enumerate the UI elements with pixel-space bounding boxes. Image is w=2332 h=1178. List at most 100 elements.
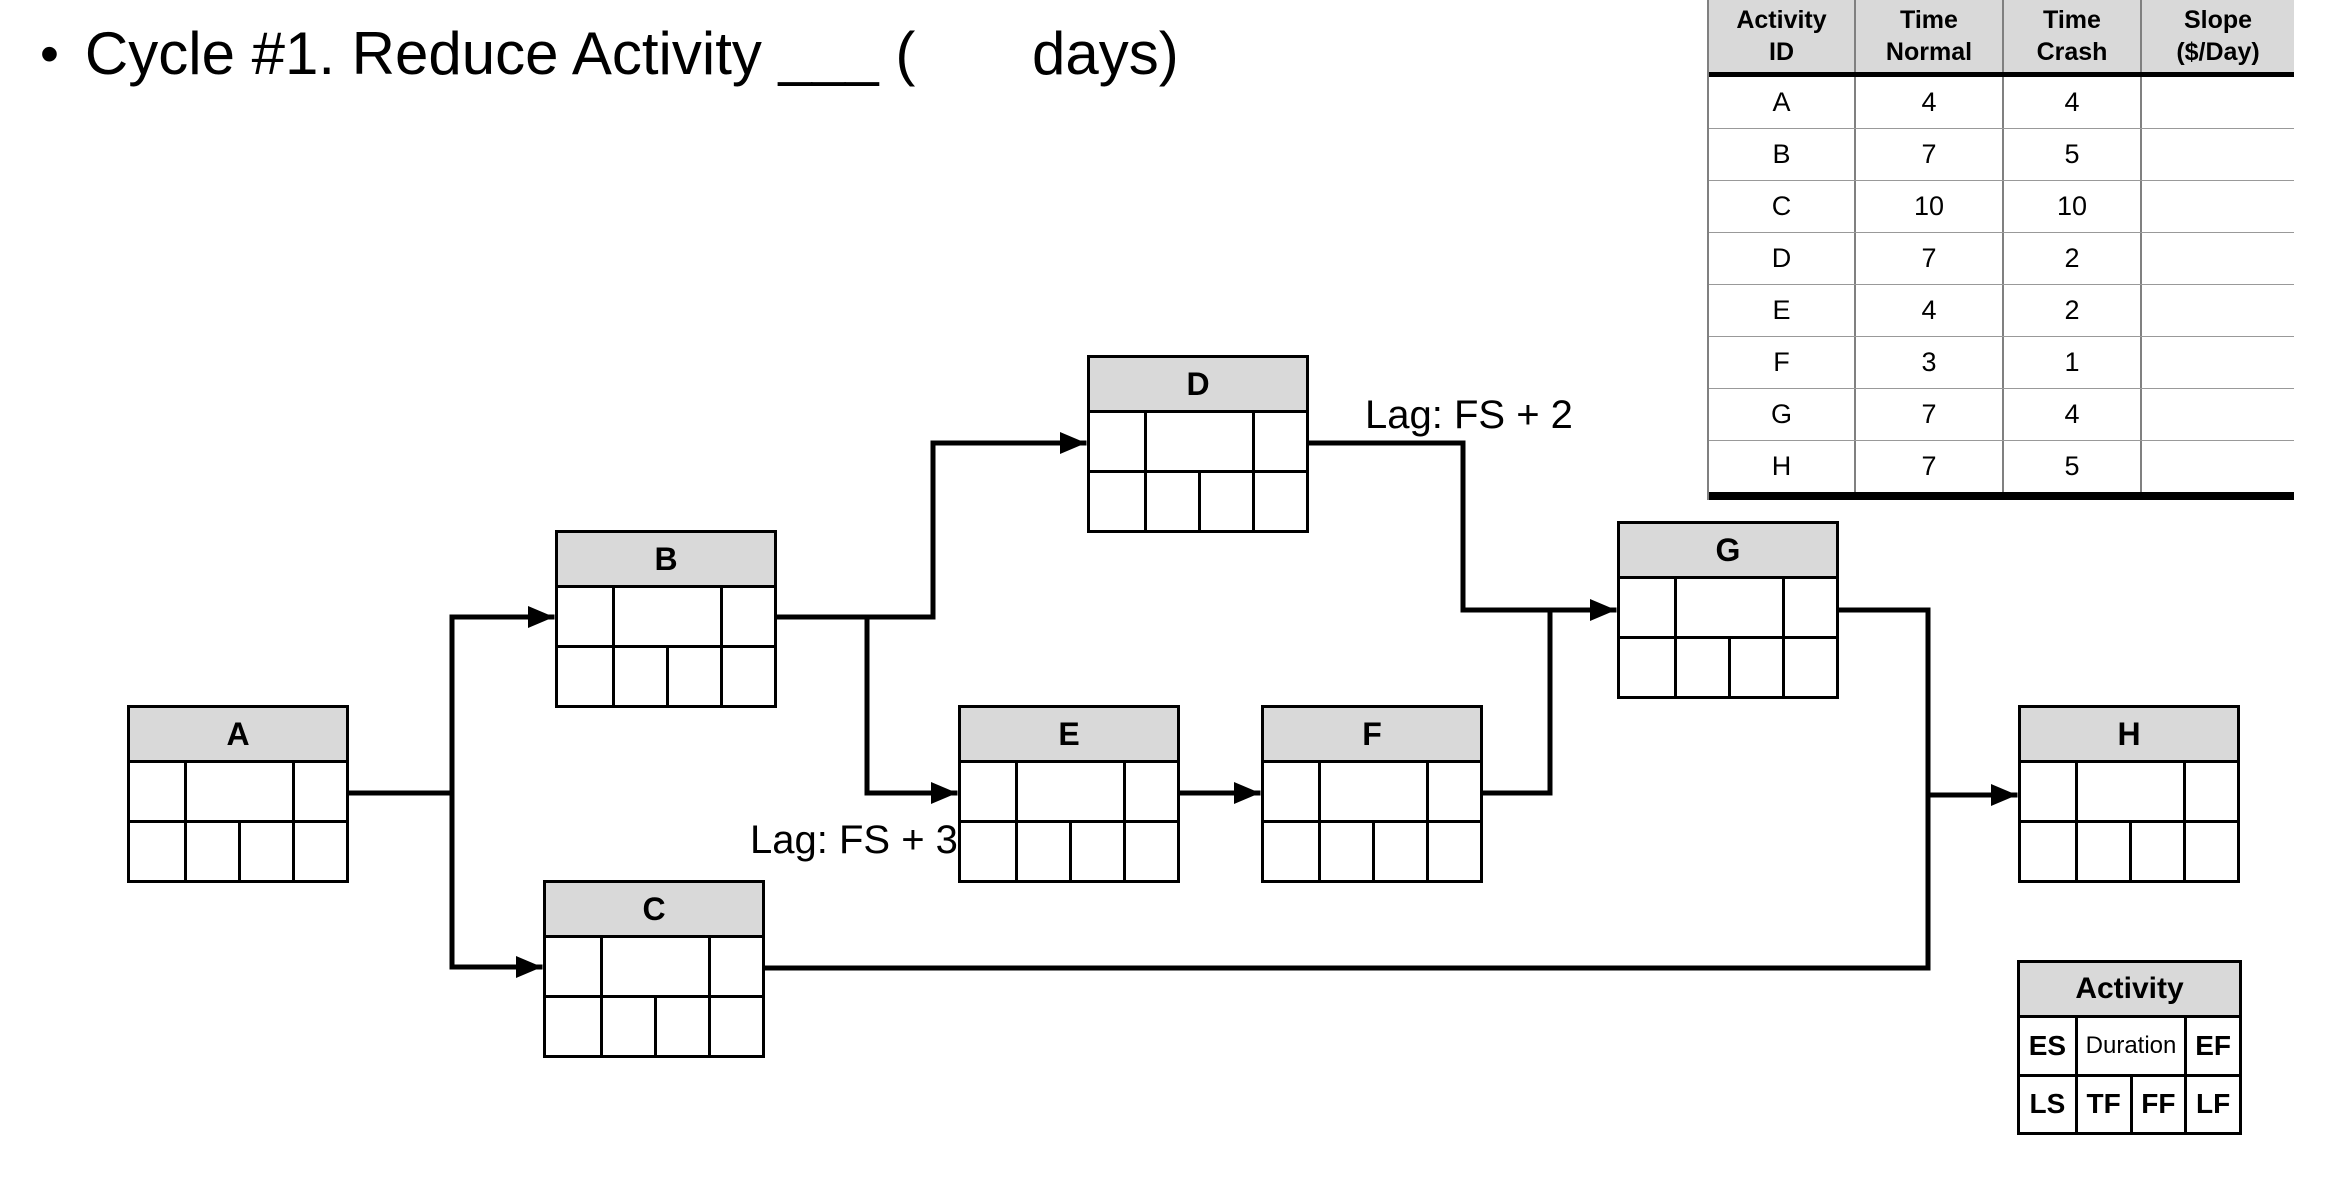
ff-cell <box>1728 639 1782 696</box>
crash-cell: 2 <box>2002 233 2140 284</box>
ff-cell <box>238 823 292 880</box>
activity-node-f: F <box>1261 705 1483 883</box>
ef-cell <box>708 938 762 995</box>
lf-cell <box>1123 823 1177 880</box>
activity-node-a: A <box>127 705 349 883</box>
ef-cell <box>720 588 774 645</box>
activity-node-g-label: G <box>1620 524 1836 579</box>
legend-ef-label: EF <box>2184 1018 2239 1074</box>
activity-node-e-label: E <box>961 708 1177 763</box>
crash-cell: A <box>1772 87 1791 117</box>
activity-node-d: D <box>1087 355 1309 533</box>
legend-title: Activity <box>2020 963 2239 1018</box>
ls-cell <box>2021 823 2075 880</box>
duration-cell <box>600 938 708 995</box>
legend-duration-label: Duration <box>2074 1018 2185 1074</box>
activity-node-h-label: H <box>2021 708 2237 763</box>
tf-cell <box>612 648 666 705</box>
ls-cell <box>1090 473 1144 530</box>
table-header-divider <box>1709 72 2294 77</box>
es-cell <box>558 588 612 645</box>
arrow-b-to-d <box>930 432 1087 620</box>
activity-node-b: B <box>555 530 777 708</box>
crash-header-slope: Slope ($/Day) <box>2140 0 2294 72</box>
duration-cell <box>2075 763 2183 820</box>
activity-node-f-label: F <box>1264 708 1480 763</box>
activity-node-d-label: D <box>1090 358 1306 413</box>
crash-cell: 1 <box>2002 337 2140 388</box>
activity-node-b-label: B <box>558 533 774 588</box>
es-cell <box>1264 763 1318 820</box>
ef-cell <box>292 763 346 820</box>
ef-cell <box>1123 763 1177 820</box>
tf-cell <box>1144 473 1198 530</box>
title-text: Cycle #1. Reduce Activity ___ ( days) <box>84 20 1179 87</box>
crash-cell: 4 <box>2002 389 2140 440</box>
ls-cell <box>961 823 1015 880</box>
crash-cell: 2 <box>2002 285 2140 336</box>
crash-cell: D <box>1771 243 1792 273</box>
legend-box: Activity ES Duration EF LS TF FF LF <box>2017 960 2242 1135</box>
duration-cell <box>1144 413 1252 470</box>
duration-cell <box>184 763 292 820</box>
ff-cell <box>2129 823 2183 880</box>
ls-cell <box>1264 823 1318 880</box>
crash-cell <box>2140 285 2294 336</box>
crash-cell: 10 <box>1854 181 2002 232</box>
ef-cell <box>1252 413 1306 470</box>
lag-label-b-to-e: Lag: FS + 3 <box>750 818 958 862</box>
crash-cell: 7 <box>1854 129 2002 180</box>
arrow-f-out <box>1480 607 1553 796</box>
lf-cell <box>720 648 774 705</box>
duration-cell <box>1015 763 1123 820</box>
es-cell <box>130 763 184 820</box>
crash-cell: 4 <box>1854 285 2002 336</box>
crash-cell <box>2140 337 2294 388</box>
activity-node-c: C <box>543 880 765 1058</box>
crash-header-activity-id: Activity ID <box>1736 5 1827 67</box>
bullet-marker: • <box>40 24 59 84</box>
activity-node-g: G <box>1617 521 1839 699</box>
crash-cell: 5 <box>2002 129 2140 180</box>
ef-cell <box>1426 763 1480 820</box>
crash-cell: 5 <box>2002 441 2140 492</box>
lf-cell <box>1426 823 1480 880</box>
lag-label-d-to-g: Lag: FS + 2 <box>1365 393 1573 437</box>
ls-cell <box>1620 639 1674 696</box>
crash-header-time-normal: Time Normal <box>1854 0 2002 72</box>
crash-cell <box>2140 181 2294 232</box>
crash-cell: F <box>1773 347 1790 377</box>
crash-cell <box>2140 233 2294 284</box>
lf-cell <box>292 823 346 880</box>
lf-cell <box>2183 823 2237 880</box>
crash-cell: 3 <box>1854 337 2002 388</box>
crash-cell: 7 <box>1854 441 2002 492</box>
legend-ff-label: FF <box>2129 1076 2185 1132</box>
crash-cell <box>2140 441 2294 492</box>
crash-cell: 7 <box>1854 389 2002 440</box>
es-cell <box>1620 579 1674 636</box>
ls-cell <box>130 823 184 880</box>
ff-cell <box>1069 823 1123 880</box>
activity-node-a-label: A <box>130 708 346 763</box>
activity-node-c-label: C <box>546 883 762 938</box>
arrow-g-out <box>1837 607 1931 971</box>
legend-ls-label: LS <box>2029 1088 2066 1120</box>
crash-header-time-crash: Time Crash <box>2002 0 2140 72</box>
lf-cell <box>1782 639 1836 696</box>
arrow-b-to-e <box>864 614 958 804</box>
lf-cell <box>708 998 762 1055</box>
ff-cell <box>1198 473 1252 530</box>
crash-cell: 4 <box>1854 77 2002 128</box>
arrow-d-out <box>1305 440 1466 613</box>
crash-cell: E <box>1772 295 1791 325</box>
es-cell <box>546 938 600 995</box>
crash-cell <box>2140 389 2294 440</box>
legend-lf-label: LF <box>2184 1076 2239 1132</box>
tf-cell <box>1674 639 1728 696</box>
